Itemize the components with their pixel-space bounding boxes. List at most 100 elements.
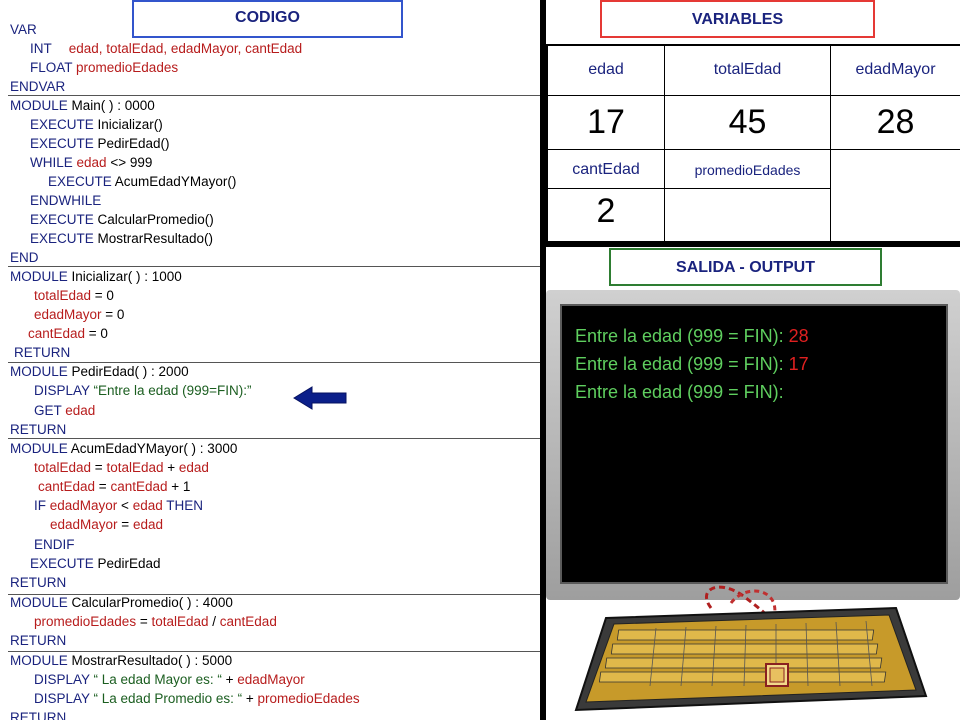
code-token: RETURN [10,575,67,590]
code-token: edad [132,517,163,532]
code-token: PedirEdad( ) : 2000 [71,364,189,379]
code-token: = 0 [85,326,108,341]
code-token: Inicializar( ) : 1000 [71,269,182,284]
code-token: MODULE [10,364,72,379]
module-separator [8,651,540,652]
code-line: ENDVAR [10,77,65,96]
code-line: EXECUTE PedirEdad [30,554,161,573]
output-panel-title: SALIDA - OUTPUT [609,248,882,286]
var-label-edad: edad [588,61,624,78]
code-token: AcumEdadYMayor( ) : 3000 [70,441,238,456]
var-label-edadMayor: edadMayor [855,61,936,78]
code-token: <> 999 [106,155,153,170]
code-token: = [136,614,152,629]
code-line: totalEdad = totalEdad + edad [34,458,209,477]
code-token: MostrarResultado( ) : 5000 [71,653,233,668]
code-token: MODULE [10,98,72,113]
code-line: RETURN [10,631,66,650]
output-line: Entre la edad (999 = FIN): [575,382,784,403]
output-line: Entre la edad (999 = FIN): 28 [575,326,809,347]
var-label-totalEdad: totalEdad [713,61,782,78]
code-line: RETURN [10,420,66,439]
code-line: DISPLAY “ La edad Promedio es: “ + prome… [34,689,360,708]
code-token: edad, totalEdad, edadMayor, cantEdad [68,41,303,56]
code-line: FLOAT promedioEdades [30,58,178,77]
code-token: RETURN [14,345,71,360]
code-line: MODULE Main( ) : 0000 [10,96,155,115]
code-token: ENDWHILE [30,193,102,208]
code-line: RETURN [14,343,70,362]
code-token: totalEdad [34,460,92,475]
code-token: RETURN [10,710,67,720]
table-border [546,188,830,189]
code-token: = 0 [101,307,125,322]
module-separator [8,362,540,363]
code-token: ENDIF [34,537,75,552]
var-label-cantEdad: cantEdad [572,161,640,178]
keyboard-icon [574,585,928,712]
code-token: edad [65,403,96,418]
code-token: PedirEdad() [97,136,170,151]
code-token: edad [178,460,209,475]
code-line: MODULE PedirEdad( ) : 2000 [10,362,189,381]
code-token: END [10,250,39,265]
code-line: EXECUTE CalcularPromedio() [30,210,214,229]
code-token: edad [132,498,163,513]
code-token: edad [76,155,107,170]
code-line: GET edad [34,401,95,420]
module-separator [8,438,540,439]
code-token: cantEdad [219,614,277,629]
table-border [546,95,960,96]
code-token: EXECUTE [30,212,98,227]
code-token: edadMayor [50,517,118,532]
code-line: IF edadMayor < edad THEN [34,496,203,515]
current-line-arrow-icon [293,386,347,410]
code-line: edadMayor = edad [50,515,163,534]
code-line: promedioEdades = totalEdad / cantEdad [34,612,277,631]
code-token: DISPLAY [34,691,94,706]
code-token: = [95,479,111,494]
code-token: CalcularPromedio( ) : 4000 [71,595,233,610]
output-answer: 28 [788,326,809,346]
code-token: RETURN [10,633,67,648]
code-token: Inicializar() [97,117,163,132]
code-token: + 1 [167,479,191,494]
vertical-divider [540,0,546,720]
code-token: promedioEdades [76,60,179,75]
code-token: AcumEdadYMayor() [114,174,237,189]
code-token: / [208,614,220,629]
code-token: EXECUTE [30,231,98,246]
code-line: MODULE AcumEdadYMayor( ) : 3000 [10,439,237,458]
code-token: + [242,691,258,706]
code-token: FLOAT [30,60,77,75]
code-line: totalEdad = 0 [34,286,114,305]
output-line: Entre la edad (999 = FIN): 17 [575,354,809,375]
table-border [546,44,960,46]
code-line: WHILE edad <> 999 [30,153,152,172]
var-value-edadMayor: 28 [876,103,915,141]
code-token: ENDVAR [10,79,66,94]
monitor: Entre la edad (999 = FIN): 28 Entre la e… [546,290,960,600]
code-panel-title: CODIGO [132,0,403,38]
code-token: + [221,672,238,687]
output-prompt: Entre la edad (999 = FIN): [575,354,789,374]
module-separator [8,594,540,595]
code-token: edadMayor [49,498,118,513]
code-line: EXECUTE MostrarResultado() [30,229,213,248]
code-token: totalEdad [151,614,209,629]
code-token: = [91,460,107,475]
code-line: cantEdad = 0 [28,324,108,343]
code-token: + [163,460,179,475]
table-border [664,44,665,241]
var-value-cantEdad: 2 [596,192,616,230]
horizontal-divider [540,241,960,247]
code-token: DISPLAY [34,383,94,398]
code-token: cantEdad [28,326,86,341]
code-token: “ La edad Promedio es: “ [93,691,243,706]
code-token: EXECUTE [48,174,115,189]
code-token: “ La edad Mayor es: “ [93,672,222,687]
code-token: DISPLAY [34,672,94,687]
code-token: MostrarResultado() [97,231,214,246]
